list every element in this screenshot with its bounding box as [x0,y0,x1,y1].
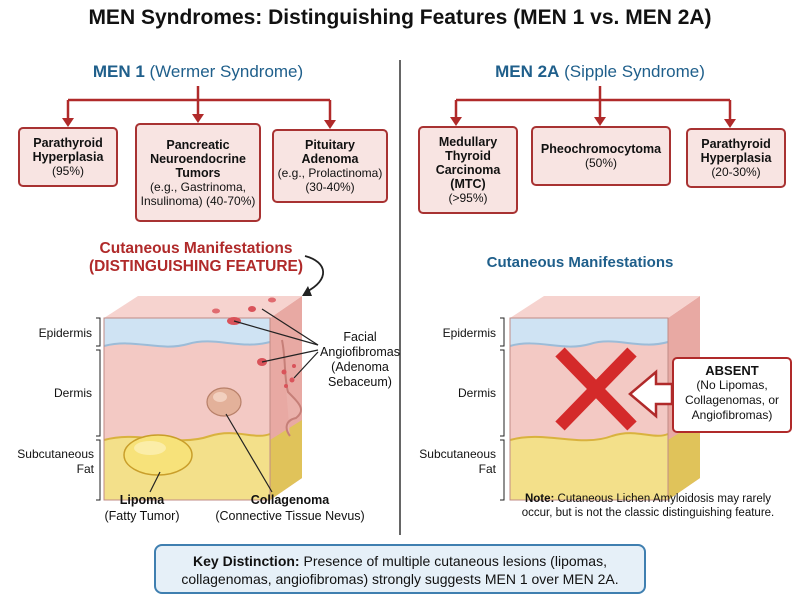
key-line2: collagenomas, angiofibromas) strongly su… [181,571,619,587]
men1-cutaneous-subtitle: (DISTINGUISHING FEATURE) [88,258,304,275]
men1-layer-dermis: Dermis [54,386,92,400]
absent-box: ABSENT (No Lipomas, Collagenomas, or Ang… [672,357,792,433]
men1-cutaneous-title: Cutaneous Manifestations [99,240,293,257]
absent-title: ABSENT [705,363,759,378]
box-detail: (50%) [584,156,617,170]
men1-name: MEN 1 [92,62,145,81]
page-title: MEN Syndromes: Distinguishing Features (… [88,6,712,29]
note-label: Note: [524,493,555,505]
men1-alt-name: (Wermer Syndrome) [149,62,304,81]
men1-header: MEN 1 (Wermer Syndrome) [60,62,336,82]
key-distinction-box: Key Distinction: Presence of multiple cu… [154,544,646,594]
facial-angiofibromas-label: Facial Angiofibromas (Adenoma Sebaceum) [316,330,404,390]
men1-box-parathyroid: Parathyroid Hyperplasia (95%) [18,127,118,187]
note-line1: Cutaneous Lichen Amyloidosis may rarely [557,493,772,505]
box-detail: (>95%) [448,191,488,205]
box-detail: (95%) [51,164,84,178]
men2a-box-mtc: Medullary Thyroid Carcinoma (MTC) (>95%) [418,126,518,214]
box-title: Medullary Thyroid Carcinoma (MTC) [435,135,501,191]
box-title: Parathyroid Hyperplasia [32,136,104,164]
men2a-note: Note: Cutaneous Lichen Amyloidosis may r… [498,492,798,520]
absent-line3: Angiofibromas) [691,408,773,422]
key-label: Key Distinction: [193,553,300,569]
men2a-cutaneous-title: Cutaneous Manifestations [486,254,674,271]
facial-label-line1: Facial [343,330,377,344]
lipoma-caption: Lipoma (Fatty Tumor) [72,492,212,524]
men2a-layer-fat-line1: Subcutaneous [419,447,496,461]
facial-label-line4: Sebaceum) [328,375,392,389]
men2a-layer-dermis: Dermis [458,386,496,400]
box-title: Pituitary Adenoma [301,138,359,166]
men1-layer-epidermis: Epidermis [38,326,92,340]
men2a-layer-epidermis: Epidermis [442,326,496,340]
men2a-box-parathyroid: Parathyroid Hyperplasia (20-30%) [686,128,786,188]
pointer-arrowhead [302,286,312,296]
box-title: Pancreatic Neuroendocrine Tumors [150,137,246,180]
facial-label-line2: Angiofibromas [320,345,400,359]
absent-line1: (No Lipomas, [696,378,768,392]
men1-layer-fat-line2: Fat [76,462,94,476]
men2a-tree-lines [454,86,732,120]
pointer-arrow [304,255,324,293]
note-line2: occur, but is not the classic distinguis… [521,507,775,519]
collagenoma-name: Collagenoma [250,493,330,507]
men2a-tree-arrows [450,117,736,128]
collagenoma-detail: (Connective Tissue Nevus) [215,509,365,523]
men1-tree-lines [66,86,332,122]
men1-layer-fat-line1: Subcutaneous [17,447,94,461]
box-detail: (e.g., Prolactinoma) (30-40%) [277,166,383,194]
men2a-header: MEN 2A (Sipple Syndrome) [460,62,740,82]
men1-layer-brackets [96,317,101,501]
box-title: Parathyroid Hyperplasia [700,137,772,165]
lipoma-detail: (Fatty Tumor) [104,509,180,523]
men1-skin-block [103,296,303,501]
men1-box-pituitary: Pituitary Adenoma (e.g., Prolactinoma) (… [272,129,388,203]
key-line1: Presence of multiple cutaneous lesions (… [303,553,607,569]
men2a-name: MEN 2A [495,62,560,81]
men2a-alt-name: (Sipple Syndrome) [564,62,705,81]
men2a-layer-brackets [500,317,505,501]
box-title: Pheochromocytoma [540,142,662,156]
absent-x-mark [555,347,637,431]
lipoma-name: Lipoma [119,493,165,507]
men2a-box-pheo: Pheochromocytoma (50%) [531,126,671,186]
men1-label-lines [149,308,319,493]
box-detail: (e.g., Gastrinoma, Insulinoma) (40-70%) [140,179,256,208]
men1-box-pancreatic: Pancreatic Neuroendocrine Tumors (e.g., … [135,123,261,222]
box-detail: (20-30%) [711,165,761,179]
men1-tree-arrows [62,114,336,129]
men2a-layer-fat-line2: Fat [478,462,496,476]
facial-label-line3: (Adenoma [331,360,389,374]
collagenoma-caption: Collagenoma (Connective Tissue Nevus) [200,492,380,524]
absent-line2: Collagenomas, or [684,393,780,407]
